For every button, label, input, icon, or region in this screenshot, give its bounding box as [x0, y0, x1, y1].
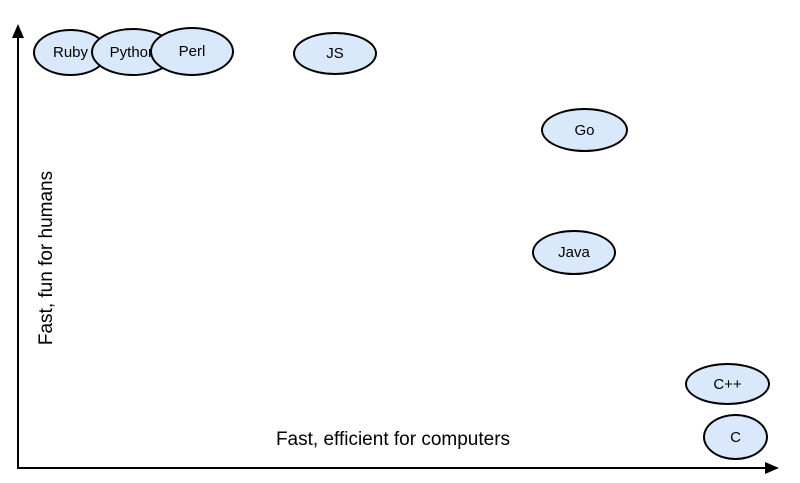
x-axis-label: Fast, efficient for computers: [275, 429, 511, 450]
node-label: Java: [558, 244, 590, 261]
node-label: JS: [326, 45, 344, 62]
y-axis-label: Fast, fun for humans: [36, 170, 57, 346]
node-label: Python: [109, 43, 157, 61]
node-label: Go: [574, 121, 595, 139]
node-perl: Perl: [150, 27, 234, 76]
node-go: Go: [541, 108, 628, 152]
node-js: JS: [293, 32, 377, 75]
node-label: C: [730, 428, 741, 446]
node-cpp: C++: [685, 363, 770, 405]
y-axis-arrowhead-icon: [12, 24, 24, 38]
node-java: Java: [532, 230, 616, 275]
node-c: C: [703, 414, 768, 460]
node-label: Ruby: [52, 44, 89, 61]
node-label: Perl: [178, 43, 206, 60]
y-axis-line: [17, 34, 19, 469]
x-axis-arrowhead-icon: [765, 462, 779, 474]
node-label: C++: [713, 375, 742, 393]
x-axis-line: [17, 467, 766, 469]
